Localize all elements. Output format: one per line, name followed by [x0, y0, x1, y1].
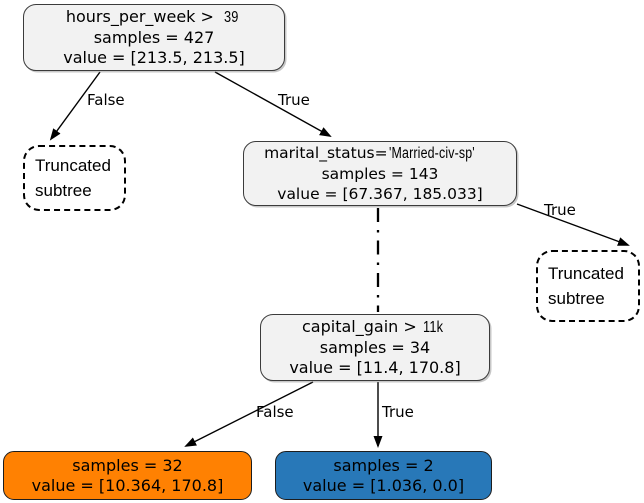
leaf-value: value = [10.364, 170.8]: [31, 475, 224, 495]
condition-feature: hours_per_week >: [65, 7, 214, 26]
node-samples: samples = 34: [319, 338, 431, 357]
edge-label-false: False: [87, 91, 125, 109]
leaf-samples: samples = 32: [72, 455, 183, 475]
node-samples: samples = 143: [321, 165, 439, 183]
edge-label-true: True: [382, 403, 414, 421]
truncated-label-line1: Truncated: [35, 156, 111, 175]
node-value: value = [11.4, 170.8]: [289, 358, 461, 377]
edge-capital-false: [184, 381, 314, 447]
node-condition: capital_gain > 11k: [302, 317, 448, 338]
condition-threshold: 11k: [422, 319, 443, 336]
truncated-subtree-right: Truncated subtree: [536, 250, 640, 322]
node-samples: samples = 427: [93, 28, 215, 47]
tree-node-marital-status: marital_status= 'Married-civ-sp' samples…: [243, 141, 517, 206]
truncated-label-line2: subtree: [548, 289, 605, 308]
edge-root-true: [214, 71, 332, 137]
node-condition: marital_status= 'Married-civ-sp': [264, 143, 496, 164]
condition-threshold: 39: [223, 9, 239, 26]
leaf-samples: samples = 2: [333, 455, 434, 475]
condition-feature: marital_status=: [264, 144, 388, 162]
node-condition: hours_per_week > 39: [66, 7, 242, 28]
edge-marital-true: [516, 203, 630, 246]
leaf-value: value = [1.036, 0.0]: [302, 475, 465, 495]
tree-node-capital-gain: capital_gain > 11k samples = 34 value = …: [260, 314, 490, 381]
edge-root-false: [49, 71, 101, 141]
leaf-node-blue: samples = 2 value = [1.036, 0.0]: [275, 451, 492, 500]
truncated-label-line1: Truncated: [548, 264, 624, 283]
condition-threshold: 'Married-civ-sp': [388, 145, 475, 162]
edge-label-true: True: [278, 91, 310, 109]
condition-feature: capital_gain >: [302, 317, 417, 336]
edge-label-false: False: [256, 403, 294, 421]
truncated-label-line2: subtree: [35, 181, 92, 200]
leaf-node-orange: samples = 32 value = [10.364, 170.8]: [3, 451, 252, 500]
node-value: value = [213.5, 213.5]: [63, 48, 245, 67]
tree-node-hours-per-week: hours_per_week > 39 samples = 427 value …: [23, 4, 285, 71]
node-value: value = [67.367, 185.033]: [277, 185, 483, 203]
truncated-subtree-left: Truncated subtree: [23, 145, 126, 211]
edge-label-true: True: [544, 201, 576, 219]
